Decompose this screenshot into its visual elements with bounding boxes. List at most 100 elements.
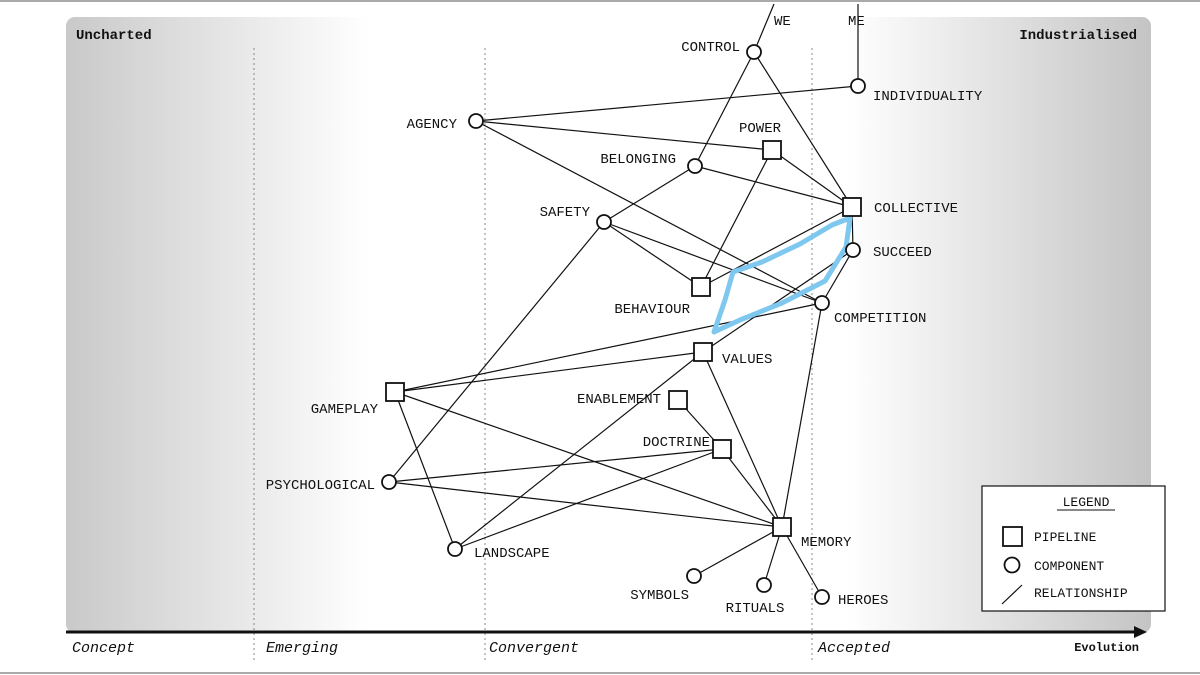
landscape-component-marker[interactable]	[447, 541, 463, 557]
power-pipeline-marker[interactable]	[762, 140, 782, 160]
edge-psychological-memory	[388, 481, 783, 528]
edge-safety-psychological	[388, 221, 605, 483]
me-label: ME	[848, 14, 865, 30]
safety-label: SAFETY	[540, 205, 591, 221]
we-label: WE	[774, 14, 791, 30]
node-succeed[interactable]: SUCCEED	[845, 242, 932, 261]
competition-component-marker[interactable]	[814, 295, 830, 311]
stage-concept: Concept	[72, 640, 135, 657]
gameplay-label: GAMEPLAY	[311, 402, 379, 418]
legend-title: LEGEND	[1063, 495, 1110, 510]
edge-safety-behaviour	[603, 221, 702, 288]
collective-pipeline-marker[interactable]	[842, 197, 862, 217]
edge-safety-competition	[603, 221, 823, 304]
individuality-component-marker[interactable]	[850, 78, 866, 94]
stage-convergent: Convergent	[489, 640, 579, 657]
edge-control-collective	[753, 51, 853, 208]
node-heroes[interactable]: HEROES	[814, 589, 888, 609]
node-memory[interactable]: MEMORY	[772, 517, 852, 551]
belonging-component-marker[interactable]	[687, 158, 703, 174]
node-behaviour[interactable]: BEHAVIOUR	[614, 277, 711, 318]
node-power[interactable]: POWER	[739, 121, 782, 160]
node-enablement[interactable]: ENABLEMENT	[577, 390, 688, 410]
heroes-component-marker[interactable]	[814, 589, 830, 605]
values-pipeline-marker[interactable]	[693, 342, 713, 362]
edge-doctrine-landscape	[454, 448, 723, 550]
rituals-component-marker[interactable]	[756, 577, 772, 593]
node-collective[interactable]: COLLECTIVE	[842, 197, 958, 217]
edge-agency-competition	[475, 120, 823, 304]
node-belonging[interactable]: BELONGING	[600, 152, 703, 174]
memory-label: MEMORY	[801, 535, 852, 551]
symbols-component-marker[interactable]	[686, 568, 702, 584]
succeed-label: SUCCEED	[873, 245, 932, 261]
node-values[interactable]: VALUES	[693, 342, 772, 368]
competition-label: COMPETITION	[834, 311, 926, 327]
memory-pipeline-marker[interactable]	[772, 517, 792, 537]
node-we[interactable]: WE	[774, 14, 791, 30]
doctrine-label: DOCTRINE	[643, 435, 710, 451]
node-agency[interactable]: AGENCY	[407, 113, 484, 133]
node-psychological[interactable]: PSYCHOLOGICAL	[266, 474, 397, 494]
edge-succeed-competition	[821, 249, 854, 304]
node-gameplay[interactable]: GAMEPLAY	[311, 382, 405, 418]
symbols-label: SYMBOLS	[630, 588, 689, 604]
doctrine-pipeline-marker[interactable]	[712, 439, 732, 459]
agency-component-marker[interactable]	[468, 113, 484, 129]
values-label: VALUES	[722, 352, 772, 368]
node-control[interactable]: CONTROL	[681, 40, 762, 60]
stage-emerging: Emerging	[266, 640, 338, 657]
map-nodes: WE ME CONTROL INDIVIDUALITY AGENCY POWER BELON…	[266, 14, 983, 617]
agency-label: AGENCY	[407, 117, 458, 133]
succeed-component-marker[interactable]	[845, 242, 861, 258]
edge-collective-behaviour	[700, 206, 853, 288]
gameplay-pipeline-marker[interactable]	[385, 382, 405, 402]
legend-component-icon	[1003, 556, 1021, 574]
belonging-label: BELONGING	[600, 152, 676, 168]
legend: LEGEND PIPELINE COMPONENT RELATIONSHIP	[981, 485, 1166, 612]
legend-pipeline-icon	[1002, 526, 1023, 547]
map-background	[66, 17, 1151, 633]
edge-competition-memory	[781, 302, 823, 528]
rituals-label: RITUALS	[726, 601, 785, 617]
edge-values-gameplay	[394, 351, 704, 393]
edge-memory-heroes	[781, 526, 823, 598]
psychological-label: PSYCHOLOGICAL	[266, 478, 375, 494]
edge-belonging-safety	[603, 165, 696, 223]
edge-power-collective	[771, 149, 853, 208]
enablement-pipeline-marker[interactable]	[668, 390, 688, 410]
legend-relationship-icon	[1001, 584, 1023, 605]
legend-box	[981, 485, 1166, 612]
edge-gameplay-memory	[394, 391, 783, 528]
stage-accepted: Accepted	[817, 640, 890, 657]
heroes-label: HEROES	[838, 593, 888, 609]
node-landscape[interactable]: LANDSCAPE	[447, 541, 550, 562]
edge-belonging-collective	[694, 165, 853, 208]
behaviour-pipeline-marker[interactable]	[691, 277, 711, 297]
edge-control-belonging	[694, 51, 755, 167]
legend-component-label: COMPONENT	[1034, 559, 1104, 574]
highlight-outline	[711, 215, 853, 335]
node-competition[interactable]: COMPETITION	[814, 295, 926, 327]
legend-pipeline-label: PIPELINE	[1034, 530, 1097, 545]
behaviour-label: BEHAVIOUR	[614, 302, 690, 318]
edge-doctrine-psychological	[388, 448, 723, 483]
edge-memory-symbols	[693, 526, 783, 577]
node-doctrine[interactable]: DOCTRINE	[643, 435, 732, 459]
safety-component-marker[interactable]	[596, 214, 612, 230]
psychological-component-marker[interactable]	[381, 474, 397, 490]
node-me[interactable]: ME	[848, 14, 865, 30]
industrialised-label: Industrialised	[1019, 28, 1137, 44]
power-label: POWER	[739, 121, 782, 137]
edge-doctrine-memory	[721, 448, 783, 528]
legend-relationship-label: RELATIONSHIP	[1034, 586, 1128, 601]
evolution-axis-arrow	[1134, 626, 1147, 638]
stage-dividers	[253, 48, 813, 662]
node-symbols[interactable]: SYMBOLS	[630, 568, 702, 604]
edge-succeed-values	[702, 249, 854, 353]
control-component-marker[interactable]	[746, 44, 762, 60]
node-individuality[interactable]: INDIVIDUALITY	[850, 78, 983, 105]
node-rituals[interactable]: RITUALS	[726, 577, 785, 617]
node-safety[interactable]: SAFETY	[540, 205, 612, 230]
